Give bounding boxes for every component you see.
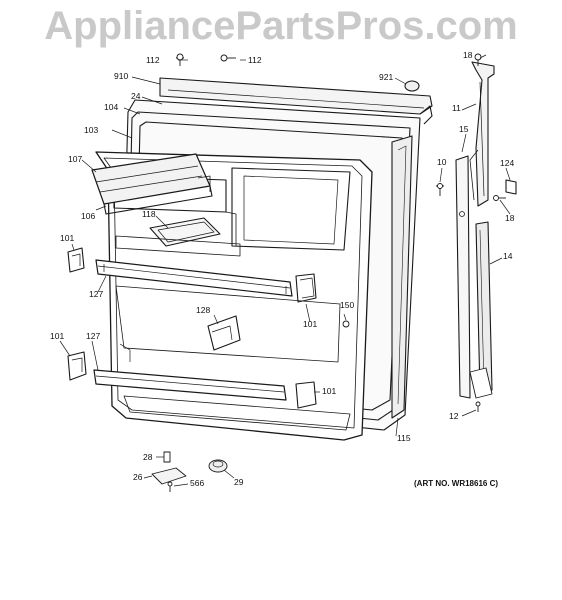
callout-15: 15 [459,124,469,134]
callout-101-left-lower: 101 [50,331,65,341]
screw-18-top [474,53,482,61]
callout-107: 107 [68,154,83,164]
callout-18-side: 18 [505,213,515,223]
plug-150 [342,320,350,328]
hinge-bracket [505,179,517,195]
pin-28 [163,451,171,463]
callout-910: 910 [114,71,129,81]
bottle-retainer-bracket [207,315,241,351]
callout-29: 29 [234,477,244,487]
shelf-bar-upper [95,259,293,297]
callout-118: 118 [142,209,156,219]
callout-101-right-lower: 101 [322,386,337,396]
callout-128: 128 [196,305,211,315]
door-handle [455,155,471,399]
callout-921: 921 [379,72,394,82]
callout-127-upper: 127 [89,289,104,299]
cap-921 [404,80,420,92]
shelf-bracket-right-upper [295,273,317,303]
handle-trim [475,221,493,393]
callout-18-top: 18 [463,50,473,60]
callout-115: 115 [397,433,411,443]
door-liner [95,151,373,441]
callout-101-left-upper: 101 [60,233,75,243]
plate-26 [151,467,187,485]
callout-12: 12 [449,411,459,421]
callout-106: 106 [81,211,96,221]
art-number: (ART NO. WR18616 C) [414,479,499,488]
callout-26: 26 [133,472,143,482]
hinge-bar [471,61,495,207]
callout-14: 14 [503,251,513,261]
callout-112-right: 112 [248,55,262,65]
shelf-bracket-left-lower [67,351,87,381]
callout-28: 28 [143,452,153,462]
callout-24: 24 [131,91,141,101]
callout-566: 566 [190,478,205,488]
callout-10: 10 [437,157,447,167]
callout-127-lower: 127 [86,331,101,341]
shelf-bracket-left-upper [67,247,85,273]
door-outer-panel [159,77,433,115]
callout-112-left: 112 [146,55,160,65]
watermark: AppliancePartsPros.com [44,4,518,48]
callout-101-right-upper: 101 [303,319,318,329]
callout-104: 104 [104,102,119,112]
shelf-bar-lower [93,369,287,401]
callout-103: 103 [84,125,99,135]
callout-124: 124 [500,158,515,168]
shelf-bracket-right-lower [295,381,317,409]
callout-150: 150 [340,300,355,310]
callout-11: 11 [452,103,461,113]
